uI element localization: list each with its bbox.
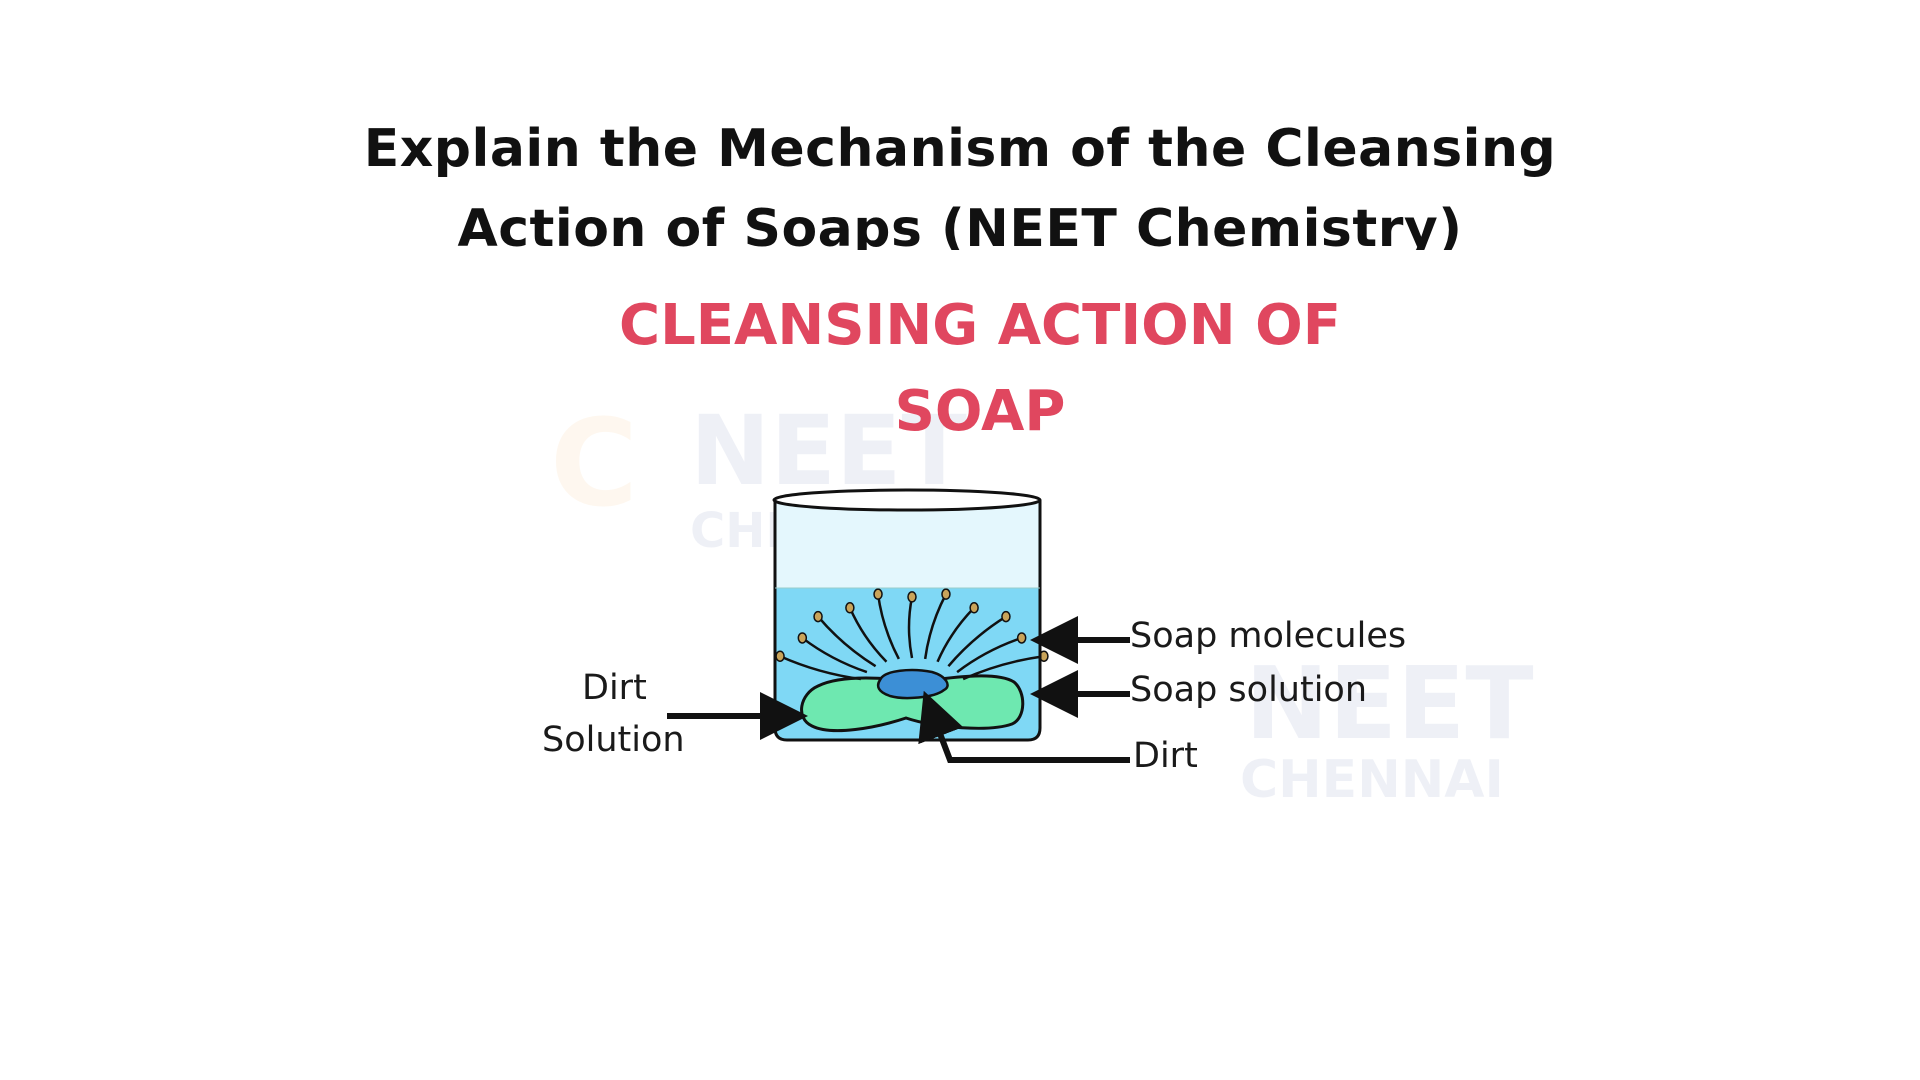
label-dirt-solution-line-2: Solution: [542, 720, 685, 760]
soap-molecule-head: [1001, 610, 1011, 623]
soap-molecule-head: [941, 588, 951, 600]
soap-molecule-tail: [876, 593, 900, 660]
air-region: [775, 498, 1040, 590]
soap-molecule-tail: [801, 636, 868, 674]
soap-molecule-tail: [936, 606, 976, 663]
diagram-heading: CLEANSING ACTION OF SOAP: [505, 283, 1455, 455]
watermark-brand: NEET: [1245, 645, 1534, 762]
arrows: [667, 616, 1130, 763]
page-title-line-1: Explain the Mechanism of the Cleansing: [363, 118, 1557, 179]
soap-molecules: [775, 588, 1049, 681]
diagram-heading-line-2: SOAP: [894, 379, 1066, 444]
soap-molecule-head: [969, 602, 979, 614]
soap-molecule-tail: [817, 615, 877, 668]
diagram-heading-line-1: CLEANSING ACTION OF: [618, 293, 1342, 358]
soap-molecule-tail: [923, 593, 948, 660]
page-title: Explain the Mechanism of the Cleansing A…: [0, 109, 1920, 269]
soap-molecule-head: [775, 650, 785, 662]
soap-molecule-tail: [947, 615, 1007, 668]
label-soap-molecules: Soap molecules: [1130, 616, 1407, 656]
soap-molecule-head: [1016, 632, 1027, 644]
soap-molecule-head: [873, 588, 883, 600]
page-title-line-2: Action of Soaps (NEET Chemistry): [457, 198, 1463, 259]
soap-molecule-head: [907, 591, 917, 603]
label-soap-solution: Soap solution: [1130, 670, 1368, 710]
soap-molecule-tail: [956, 636, 1023, 674]
watermark-brand: NEET: [690, 395, 967, 507]
dirt-arrow: [918, 690, 1130, 763]
label-dirt-solution-line-1: Dirt: [582, 668, 647, 708]
soap-molecule-tail: [848, 607, 888, 663]
soap-molecule-tail: [779, 655, 862, 681]
soap-molecule-head: [845, 602, 855, 614]
soap-molecule-head: [813, 610, 823, 623]
watermark-logo-letter: C: [550, 395, 639, 534]
label-dirt: Dirt: [1133, 736, 1198, 776]
soap-molecule-head: [797, 632, 808, 644]
beaker-rim: [772, 488, 1042, 512]
watermark-city: CHENNAI: [1240, 750, 1504, 810]
dirt-particle: [876, 668, 949, 700]
